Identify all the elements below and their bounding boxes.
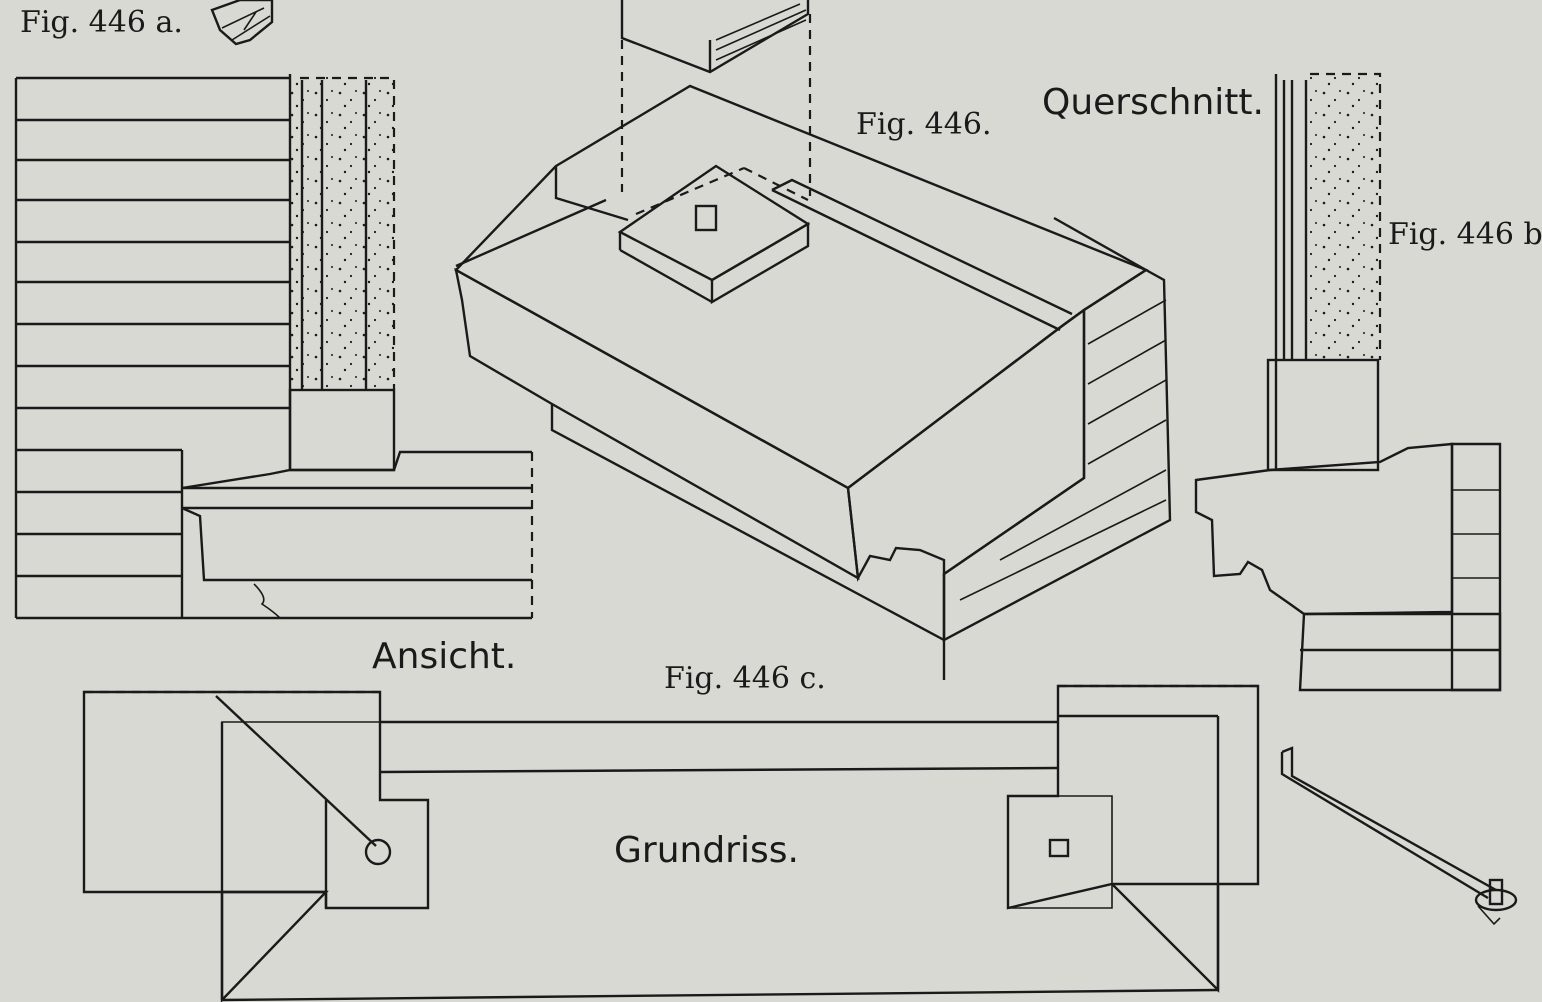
fig-446-section-cut xyxy=(846,307,1086,582)
fig-446-wall-brick xyxy=(942,268,1172,642)
fig-446c-label: Fig. 446 c. xyxy=(664,661,826,696)
ansicht-label: Ansicht. xyxy=(372,636,516,677)
fig-446a-elevation: Fig. 446 a. Ansicht. xyxy=(14,0,534,677)
fig-446a-sill xyxy=(181,450,534,619)
fig-446c-left-block xyxy=(82,690,430,910)
fig-446-top-surface xyxy=(454,84,1149,490)
fig-446-front-face xyxy=(454,267,860,581)
querschnitt-label: Querschnitt. xyxy=(1042,82,1264,123)
fig-446-isometric: Fig. 446. xyxy=(454,0,1172,680)
fig-446c-right-block xyxy=(1006,684,1260,993)
fig-446b-cross-section: Querschnitt. Fig. 446 b. xyxy=(1042,72,1542,692)
fig-446a-label: Fig. 446 a. xyxy=(20,5,183,40)
fig-446-plinth xyxy=(617,164,811,305)
fig-446c-plan: Fig. 446 c. Grundriss. xyxy=(82,661,1260,1002)
fig-446a-top-fragment xyxy=(210,0,274,46)
anchor-rod-detail xyxy=(1280,746,1518,926)
fig-446a-siding-boards xyxy=(14,76,532,620)
grundriss-label: Grundriss. xyxy=(614,830,799,871)
fig-446a-post xyxy=(288,74,396,472)
fig-446-label: Fig. 446. xyxy=(856,107,991,142)
fig-446-post-fragment xyxy=(620,0,812,196)
fig-446b-sill-section xyxy=(1194,442,1454,616)
fig-446b-label: Fig. 446 b. xyxy=(1388,217,1542,252)
